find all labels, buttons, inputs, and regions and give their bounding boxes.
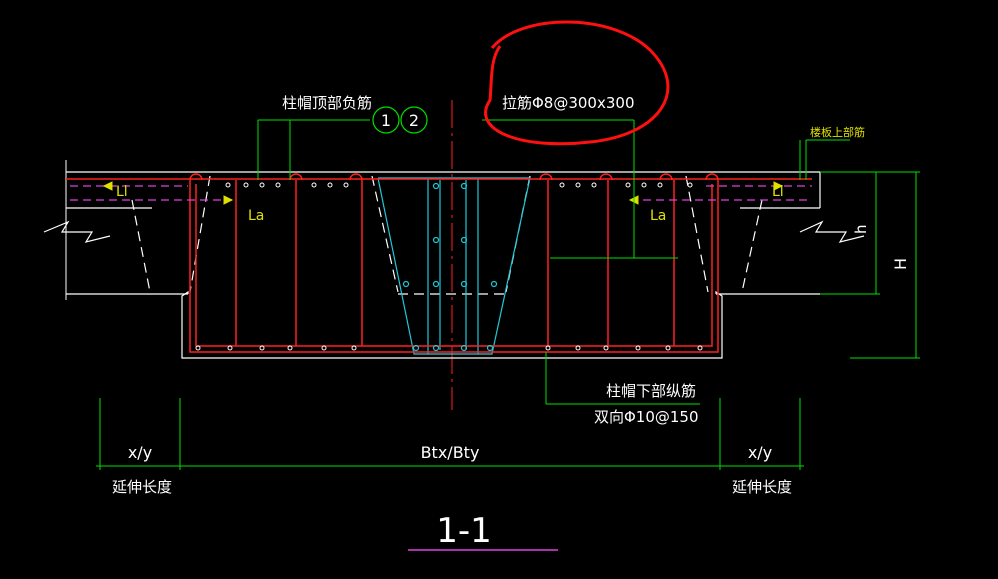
column-dashed-lines: [131, 175, 763, 295]
break-symbol-right: [799, 220, 865, 243]
marker-1: 1: [381, 111, 391, 130]
section-title: 1-1: [436, 511, 492, 551]
column-core-cyan: [377, 177, 531, 355]
ext-left: 延伸长度: [112, 478, 172, 496]
dim-right: x/y: [748, 443, 772, 462]
label-slab-top-rebar: 楼板上部筋: [810, 125, 865, 139]
label-ll-left: Ll: [116, 184, 128, 200]
dim-left: x/y: [128, 443, 152, 462]
label-H: H: [891, 258, 910, 270]
label-cap-top-negative-rebar: 柱帽顶部负筋: [282, 94, 372, 112]
label-cap-bottom-rebar: 柱帽下部纵筋: [606, 382, 696, 400]
label-la-left: La: [248, 208, 264, 224]
rebar-cage: [66, 173, 812, 353]
dim-center: Btx/Bty: [421, 443, 480, 462]
label-h: h: [852, 224, 870, 234]
label-la-right: La: [650, 208, 666, 224]
marker-2: 2: [409, 111, 419, 130]
core-rebar-dots: [402, 182, 498, 352]
ext-right: 延伸长度: [732, 478, 792, 496]
label-tie-bar: 拉筋Φ8@300x300: [502, 94, 635, 112]
label-cap-bottom-spec: 双向Φ10@150: [594, 408, 699, 426]
annotation-circle: [484, 20, 670, 146]
slab-rebar-lines: [70, 185, 812, 201]
label-ll-right: Ll: [772, 184, 784, 200]
marker-circles: [372, 106, 428, 134]
leader-lines: [96, 119, 920, 470]
rebar-dots: [195, 182, 703, 351]
break-symbol-left: [43, 220, 111, 243]
concrete-outline: [66, 171, 821, 359]
